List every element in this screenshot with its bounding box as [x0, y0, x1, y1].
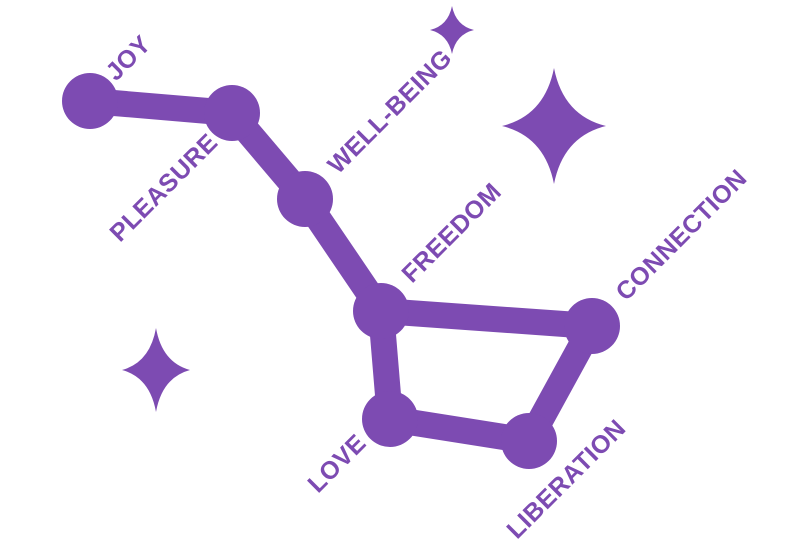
- sparkle-star-icon: [502, 68, 606, 184]
- node-joy: [62, 73, 118, 129]
- constellation-nodes: [62, 73, 620, 469]
- label-well-being: WELL-BEING: [322, 44, 457, 179]
- node-love: [362, 391, 418, 447]
- node-freedom: [353, 283, 409, 339]
- label-pleasure: PLEASURE: [104, 128, 223, 247]
- label-freedom: FREEDOM: [396, 178, 507, 289]
- node-connection: [564, 298, 620, 354]
- node-pleasure: [204, 85, 260, 141]
- sparkle-star-icon: [430, 6, 474, 54]
- label-love: LOVE: [302, 429, 371, 498]
- node-liberation: [501, 413, 557, 469]
- sparkle-stars: [122, 6, 606, 412]
- label-joy: JOY: [100, 30, 156, 86]
- label-connection: CONNECTION: [610, 164, 752, 306]
- sparkle-star-icon: [122, 328, 190, 412]
- node-well-being: [277, 171, 333, 227]
- edge-freedom-connection: [368, 298, 605, 339]
